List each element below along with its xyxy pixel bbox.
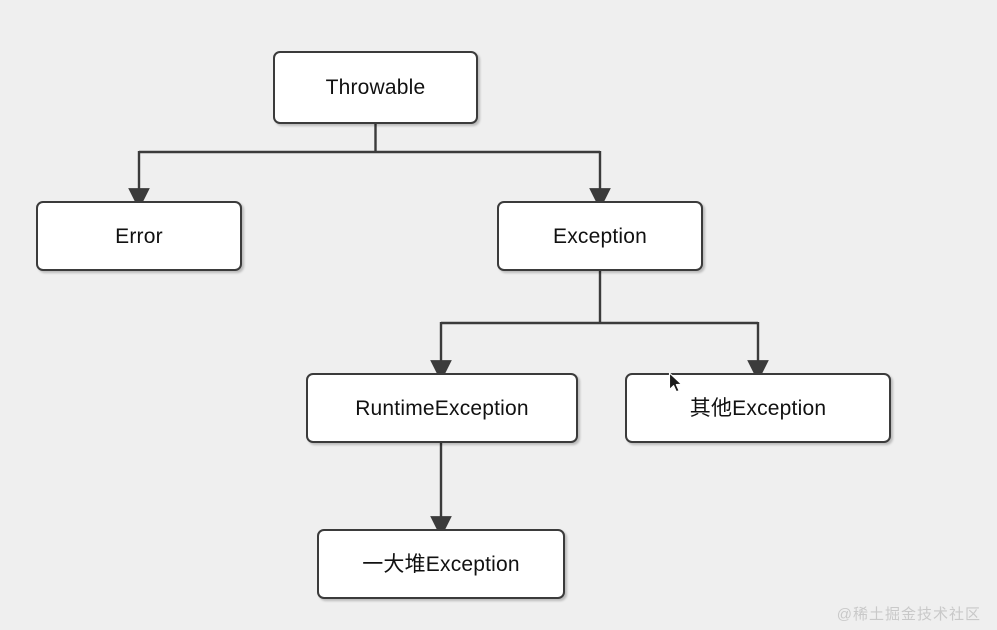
node-other-exception-label: 其他Exception (689, 396, 827, 420)
node-exception-label: Exception (552, 224, 648, 248)
node-throwable[interactable]: Throwable (273, 51, 478, 124)
node-exception[interactable]: Exception (497, 201, 703, 271)
node-other-exception[interactable]: 其他Exception (625, 373, 891, 443)
node-error-label: Error (115, 224, 163, 248)
node-runtime-exception-label: RuntimeException (355, 396, 529, 420)
edge-throwable-to-children (128, 124, 611, 210)
edge-exception-to-children (430, 271, 769, 382)
node-error[interactable]: Error (36, 201, 242, 271)
node-throwable-label: Throwable (325, 76, 426, 99)
node-pile-exception[interactable]: 一大堆Exception (317, 529, 565, 599)
node-pile-exception-label: 一大堆Exception (362, 552, 520, 576)
watermark: @稀土掘金技术社区 (836, 606, 981, 623)
mouse-pointer-icon (668, 372, 683, 393)
node-runtime-exception[interactable]: RuntimeException (306, 373, 578, 443)
